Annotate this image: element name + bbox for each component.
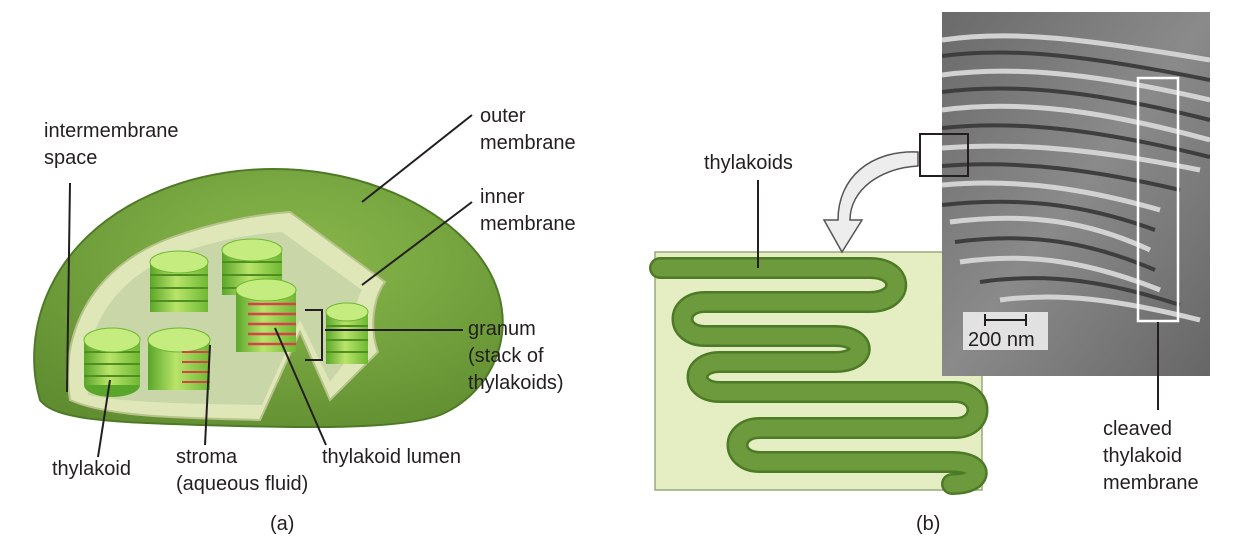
label-granum: granum (stack of thylakoids) bbox=[468, 316, 564, 397]
grana-stacks bbox=[83, 238, 369, 397]
scale-bar bbox=[984, 314, 1027, 326]
label-scale-bar: 200 nm bbox=[968, 329, 1035, 351]
electron-micrograph bbox=[942, 12, 1210, 376]
label-line: stroma bbox=[176, 446, 238, 468]
zoom-arrow bbox=[822, 151, 919, 254]
label-line: space bbox=[44, 147, 98, 169]
cleaved-membrane-box bbox=[1136, 76, 1180, 323]
granum-back-left bbox=[149, 250, 209, 312]
granum-left-front bbox=[83, 327, 141, 397]
label-line: (stack of bbox=[468, 345, 544, 367]
scale-bar-box bbox=[963, 312, 1048, 350]
granum-cut-open bbox=[235, 278, 297, 352]
label-line: intermembrane bbox=[44, 120, 179, 142]
label-outer-membrane: outer membrane bbox=[480, 103, 576, 157]
label-inner-membrane: inner membrane bbox=[480, 184, 576, 238]
label-cleaved-thylakoid-membrane: cleaved thylakoid membrane bbox=[1103, 416, 1199, 497]
thylakoid-diagram bbox=[649, 251, 989, 495]
caption-a: (a) bbox=[270, 513, 295, 535]
granum-center-cut bbox=[147, 327, 211, 390]
label-thylakoids: thylakoids bbox=[704, 152, 793, 174]
caption-b: (b) bbox=[916, 513, 941, 535]
label-line: membrane bbox=[1103, 472, 1199, 494]
label-line: inner bbox=[480, 186, 525, 208]
zoom-region-box bbox=[919, 133, 969, 177]
label-thylakoid: thylakoid bbox=[52, 458, 131, 480]
chloroplast-illustration bbox=[33, 167, 504, 429]
label-line: granum bbox=[468, 318, 536, 340]
thylakoid-tube bbox=[651, 259, 986, 493]
label-intermembrane-space: intermembrane space bbox=[44, 118, 179, 172]
label-stroma: stroma (aqueous fluid) bbox=[176, 444, 308, 498]
label-line: outer bbox=[480, 105, 526, 127]
label-line: membrane bbox=[480, 213, 576, 235]
label-line: thylakoids) bbox=[468, 372, 564, 394]
label-line: cleaved bbox=[1103, 418, 1172, 440]
leader-lines-b bbox=[757, 180, 1159, 410]
leader-lines-a bbox=[66, 114, 473, 458]
label-line: membrane bbox=[480, 132, 576, 154]
label-thylakoid-lumen: thylakoid lumen bbox=[322, 446, 461, 468]
label-line: (aqueous fluid) bbox=[176, 473, 309, 495]
label-line: thylakoid bbox=[1103, 445, 1182, 467]
granum-right bbox=[325, 302, 369, 364]
